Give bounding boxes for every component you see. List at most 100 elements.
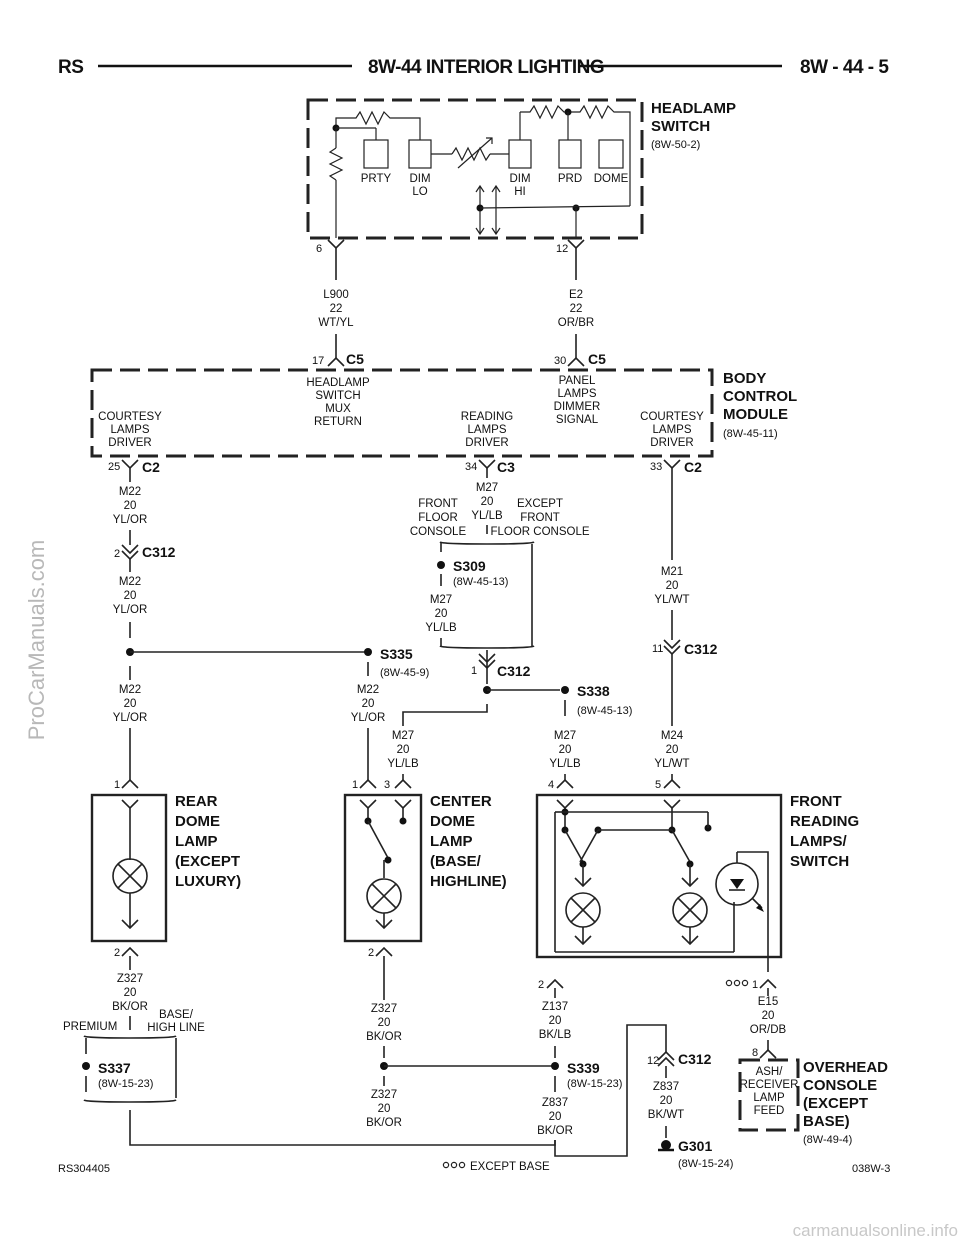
- svg-text:SIGNAL: SIGNAL: [556, 414, 599, 426]
- svg-text:LO: LO: [412, 186, 427, 198]
- headlamp-switch: HEADLAMP SWITCH (8W-50-2) PRTY DIM LO DI…: [306, 98, 736, 255]
- svg-text:(8W-15-24): (8W-15-24): [678, 1158, 733, 1170]
- svg-text:BK/OR: BK/OR: [366, 1117, 402, 1129]
- svg-text:LAMPS: LAMPS: [468, 424, 507, 436]
- svg-text:SWITCH: SWITCH: [790, 853, 849, 870]
- svg-text:22: 22: [570, 303, 583, 315]
- svg-text:BK/OR: BK/OR: [112, 1001, 148, 1013]
- splice-s339: S339: [567, 1060, 600, 1076]
- svg-text:DRIVER: DRIVER: [108, 437, 151, 449]
- svg-text:20: 20: [397, 744, 410, 756]
- wire-m22-a: M22 20 YL/OR: [113, 486, 148, 526]
- svg-text:DRIVER: DRIVER: [650, 437, 693, 449]
- svg-text:(8W-15-23): (8W-15-23): [98, 1078, 153, 1090]
- svg-text:(8W-45-11): (8W-45-11): [723, 428, 778, 440]
- wire-m27-b: M27 20 YL/LB: [425, 594, 457, 634]
- side-watermark: ProCarManuals.com: [24, 540, 49, 741]
- svg-text:M27: M27: [476, 482, 498, 494]
- svg-text:BASE/: BASE/: [159, 1009, 194, 1021]
- svg-text:M22: M22: [119, 576, 141, 588]
- svg-text:Z137: Z137: [542, 1001, 568, 1013]
- svg-text:OVERHEAD: OVERHEAD: [803, 1059, 888, 1076]
- wire-m22-c: M22 20 YL/OR: [113, 684, 148, 724]
- wire-m27-a: M27 20 YL/LB: [471, 482, 503, 522]
- wire-m27-d: M27 20 YL/LB: [549, 730, 581, 770]
- svg-text:(8W-45-13): (8W-45-13): [453, 576, 508, 588]
- svg-text:20: 20: [549, 1015, 562, 1027]
- connector-c312-12: C312: [678, 1051, 712, 1067]
- svg-text:20: 20: [124, 590, 137, 602]
- svg-text:YL/WT: YL/WT: [654, 594, 689, 606]
- svg-text:LAMPS: LAMPS: [558, 388, 597, 400]
- svg-text:1: 1: [752, 979, 758, 991]
- center-dome-lamp: CENTER DOME LAMP (BASE/ HIGHLINE): [343, 793, 507, 943]
- svg-text:20: 20: [762, 1010, 775, 1022]
- svg-text:12: 12: [647, 1055, 659, 1067]
- svg-text:M21: M21: [661, 566, 683, 578]
- front-reading-lamps-switch: FRONT READING LAMPS/ SWITCH: [535, 793, 859, 972]
- svg-text:5: 5: [655, 779, 661, 791]
- svg-text:OR/DB: OR/DB: [750, 1024, 787, 1036]
- wire-z837-b: Z837 20 BK/WT: [648, 1081, 684, 1121]
- except-base-marker-pin1: [725, 979, 749, 987]
- svg-text:Z327: Z327: [117, 973, 143, 985]
- splice-s309: S309: [453, 558, 486, 574]
- wire-m21: M21 20 YL/WT: [654, 566, 689, 606]
- svg-text:PRD: PRD: [558, 173, 582, 185]
- svg-text:1: 1: [114, 779, 120, 791]
- svg-text:11: 11: [652, 643, 663, 655]
- svg-text:PRTY: PRTY: [361, 173, 392, 185]
- svg-text:YL/LB: YL/LB: [425, 622, 457, 634]
- wire-l900: L900 22 WT/YL: [318, 289, 354, 329]
- svg-text:20: 20: [378, 1017, 391, 1029]
- svg-text:FEED: FEED: [754, 1105, 785, 1117]
- footer-left: RS304405: [58, 1163, 110, 1175]
- connector-c312-2: C312: [142, 544, 176, 560]
- svg-text:DOME: DOME: [430, 813, 475, 830]
- svg-text:M24: M24: [661, 730, 684, 742]
- svg-text:20: 20: [435, 608, 448, 620]
- svg-text:20: 20: [666, 744, 679, 756]
- svg-text:LAMPS: LAMPS: [111, 424, 150, 436]
- svg-text:E2: E2: [569, 289, 583, 301]
- svg-text:20: 20: [660, 1095, 673, 1107]
- svg-text:20: 20: [549, 1111, 562, 1123]
- svg-text:Z837: Z837: [542, 1097, 568, 1109]
- svg-text:MUX: MUX: [325, 403, 351, 415]
- svg-text:YL/LB: YL/LB: [387, 758, 419, 770]
- overhead-console: ASH/ RECEIVER LAMP FEED OVERHEAD CONSOLE…: [738, 1058, 888, 1146]
- header-right: 8W - 44 - 5: [800, 57, 889, 78]
- svg-text:20: 20: [666, 580, 679, 592]
- svg-text:PANEL: PANEL: [559, 375, 596, 387]
- svg-text:DIM: DIM: [509, 173, 530, 185]
- svg-text:REAR: REAR: [175, 793, 218, 810]
- svg-text:ASH/: ASH/: [756, 1066, 784, 1078]
- svg-text:M22: M22: [119, 486, 141, 498]
- svg-text:HIGH LINE: HIGH LINE: [147, 1022, 205, 1034]
- svg-text:30: 30: [554, 355, 566, 367]
- svg-text:2: 2: [538, 979, 544, 991]
- wire-z327-a: Z327 20 BK/OR: [112, 973, 148, 1013]
- rear-dome-lamp: REAR DOME LAMP (EXCEPT LUXURY): [90, 793, 241, 943]
- wire-m22-d: M22 20 YL/OR: [351, 684, 386, 724]
- svg-text:COURTESY: COURTESY: [640, 411, 704, 423]
- wire-z327-c: Z327 20 BK/OR: [366, 1089, 402, 1129]
- svg-text:M27: M27: [392, 730, 414, 742]
- wire-m27-c: M27 20 YL/LB: [387, 730, 419, 770]
- wire-e2: E2 22 OR/BR: [558, 289, 594, 329]
- svg-text:DRIVER: DRIVER: [465, 437, 508, 449]
- svg-text:20: 20: [124, 698, 137, 710]
- svg-text:2: 2: [114, 548, 120, 560]
- svg-text:HIGHLINE): HIGHLINE): [430, 873, 507, 890]
- wire-m22-b: M22 20 YL/OR: [113, 576, 148, 616]
- svg-text:(8W-45-9): (8W-45-9): [380, 667, 429, 679]
- wire-z327-b: Z327 20 BK/OR: [366, 1003, 402, 1043]
- connector-c2-33: C2: [684, 459, 702, 475]
- svg-text:READING: READING: [461, 411, 513, 423]
- svg-text:(EXCEPT: (EXCEPT: [175, 853, 240, 870]
- svg-text:(8W-45-13): (8W-45-13): [577, 705, 632, 717]
- svg-text:BASE): BASE): [803, 1113, 850, 1130]
- svg-text:2: 2: [368, 947, 374, 959]
- svg-text:M27: M27: [554, 730, 576, 742]
- svg-text:RETURN: RETURN: [314, 416, 362, 428]
